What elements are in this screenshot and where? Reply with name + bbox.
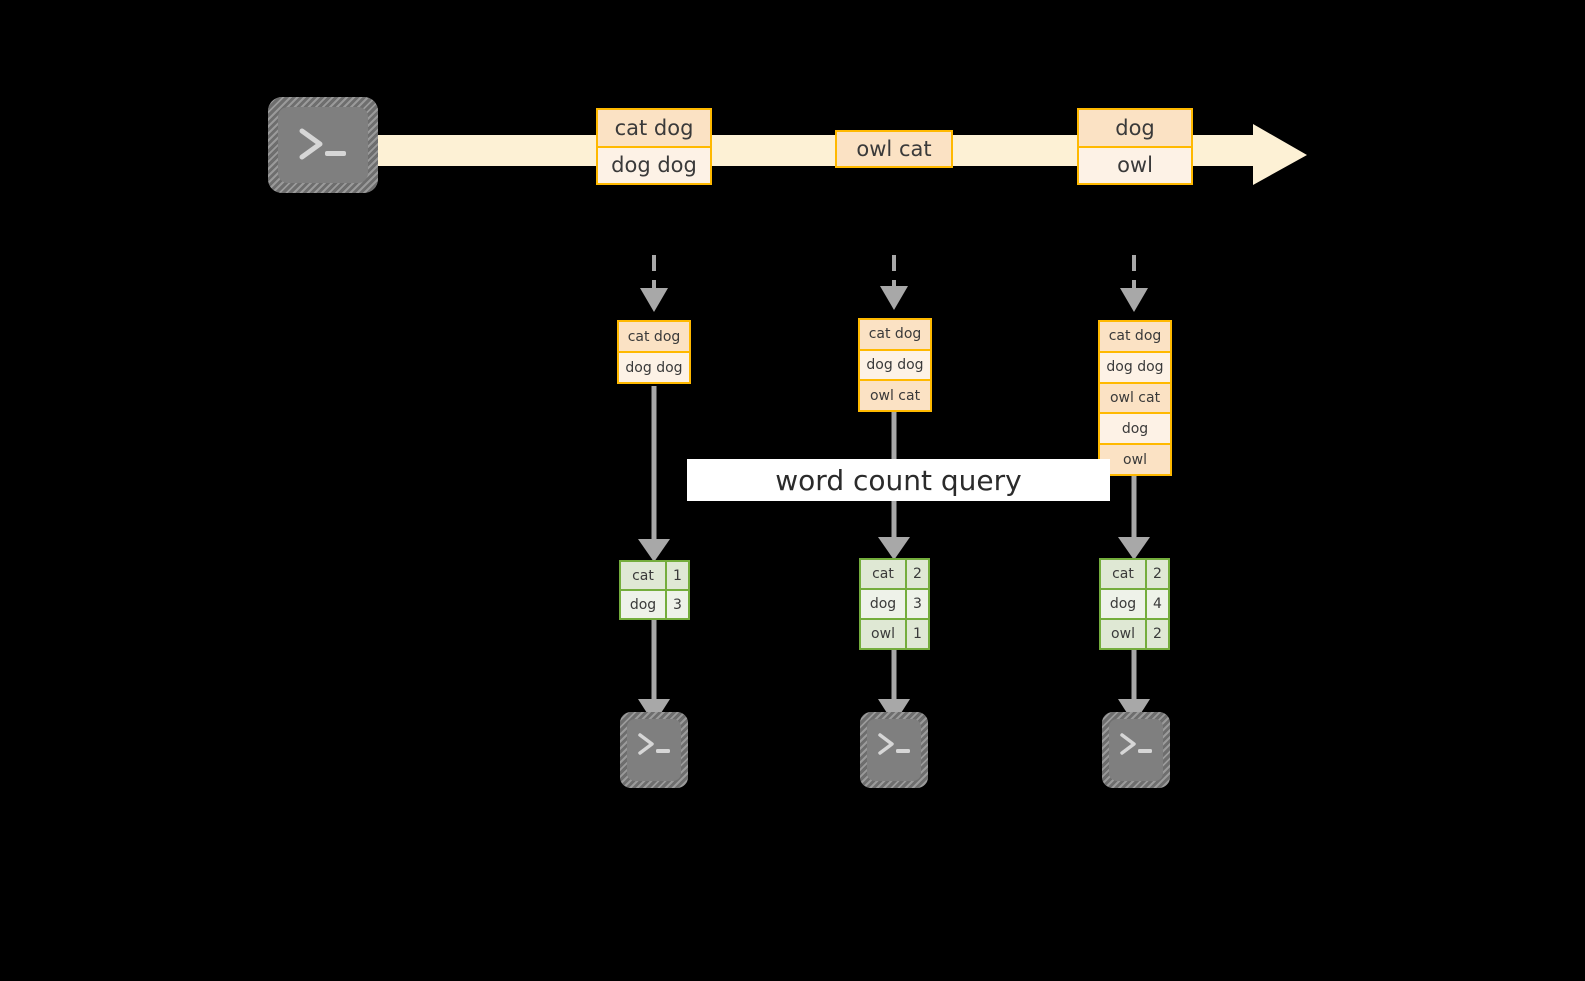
table-row: dog 4 — [1101, 588, 1168, 618]
accumulated-record: cat dog — [860, 320, 930, 349]
count-table-3[interactable]: cat 2 dog 4 owl 2 — [1099, 558, 1170, 650]
accumulated-record: owl — [1100, 443, 1170, 474]
stack-to-table-head-2 — [878, 537, 910, 560]
count-word: owl — [861, 620, 907, 648]
terminal-face — [627, 719, 681, 781]
accumulated-record: cat dog — [619, 322, 689, 351]
accumulated-record: cat dog — [1100, 322, 1170, 351]
count-value: 2 — [1153, 626, 1162, 642]
stack-to-table-head-3 — [1118, 537, 1150, 560]
stream-group-2[interactable]: owl cat — [835, 130, 953, 168]
dashed-feed-3-head — [1120, 288, 1148, 312]
stream-group-3[interactable]: dog owl — [1077, 108, 1193, 185]
accumulated-stack-3[interactable]: cat dog dog dog owl cat dog owl — [1098, 320, 1172, 476]
dashed-feed-1-head — [640, 288, 668, 312]
count-value: 4 — [1153, 596, 1162, 612]
table-row: cat 2 — [861, 560, 928, 588]
count-word: cat — [621, 562, 667, 589]
count-word: dog — [621, 591, 667, 618]
dashed-feed-2-head — [880, 286, 908, 310]
accumulated-stack-1[interactable]: cat dog dog dog — [617, 320, 691, 384]
count-value: 3 — [673, 596, 682, 613]
accumulated-record: dog dog — [619, 351, 689, 382]
count-table-1[interactable]: cat 1 dog 3 — [619, 560, 690, 620]
stream-record: dog dog — [598, 145, 710, 183]
count-word: cat — [1101, 560, 1147, 588]
count-word: owl — [1101, 620, 1147, 648]
sink-terminal-icon-1[interactable] — [620, 712, 688, 788]
stream-record: dog — [1079, 110, 1191, 146]
stream-record: owl — [1079, 145, 1191, 183]
count-value: 2 — [1153, 566, 1162, 582]
count-value: 3 — [913, 596, 922, 612]
count-value: 1 — [913, 626, 922, 642]
accumulated-stack-2[interactable]: cat dog dog dog owl cat — [858, 318, 932, 412]
accumulated-record: dog dog — [1100, 350, 1170, 382]
stack-to-table-head-1 — [638, 539, 670, 562]
count-value: 1 — [673, 567, 682, 584]
query-label-text: word count query — [775, 463, 1022, 497]
table-row: dog 3 — [621, 589, 688, 618]
accumulated-record: owl cat — [860, 379, 930, 411]
count-word: cat — [861, 560, 907, 588]
source-terminal-icon[interactable] — [268, 97, 378, 193]
accumulated-record: owl cat — [1100, 381, 1170, 413]
table-row: dog 3 — [861, 588, 928, 618]
terminal-face — [278, 107, 368, 183]
count-table-2[interactable]: cat 2 dog 3 owl 1 — [859, 558, 930, 650]
stream-group-1[interactable]: cat dog dog dog — [596, 108, 712, 185]
sink-terminal-icon-2[interactable] — [860, 712, 928, 788]
accumulated-record: dog — [1100, 412, 1170, 444]
table-row: owl 2 — [1101, 618, 1168, 648]
sink-terminal-icon-3[interactable] — [1102, 712, 1170, 788]
table-row: cat 2 — [1101, 560, 1168, 588]
terminal-face — [867, 719, 921, 781]
query-label: word count query — [687, 459, 1110, 501]
accumulated-record: dog dog — [860, 348, 930, 380]
stream-record: owl cat — [837, 132, 951, 166]
count-value: 2 — [913, 566, 922, 582]
terminal-face — [1109, 719, 1163, 781]
table-row: cat 1 — [621, 562, 688, 589]
count-word: dog — [861, 590, 907, 618]
stream-record: cat dog — [598, 110, 710, 146]
table-row: owl 1 — [861, 618, 928, 648]
count-word: dog — [1101, 590, 1147, 618]
